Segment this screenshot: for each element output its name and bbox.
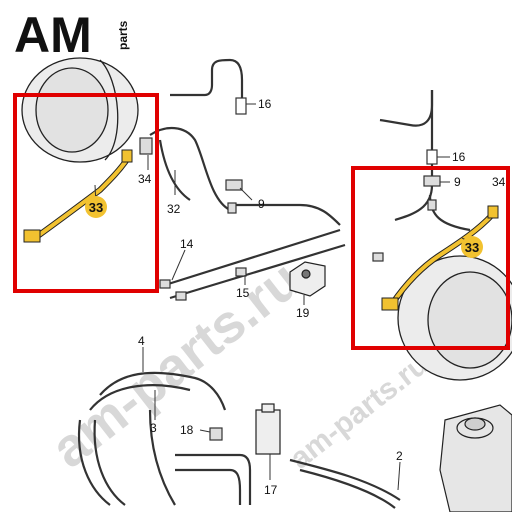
callout-15: 15 [236, 286, 250, 300]
logo-sub: parts [116, 20, 130, 50]
badge-33-right: 33 [461, 236, 483, 258]
brake-hose-left [23, 149, 133, 243]
highlight-frame-right [351, 166, 510, 350]
leader-lines [94, 103, 471, 491]
part-17 [255, 403, 281, 455]
watermark: am-parts.ru am-parts.ru [40, 249, 434, 479]
callout-2: 2 [396, 449, 403, 463]
fittings [139, 137, 441, 441]
callout-9b: 9 [454, 175, 461, 189]
callout-16a: 16 [258, 97, 272, 111]
badge-33-left-text: 33 [89, 200, 103, 215]
badge-33-left: 33 [85, 196, 107, 218]
highlight-frame-left [13, 93, 159, 293]
callouts: 16 16 34 34 32 9 9 14 15 19 4 3 18 17 2 [138, 97, 506, 497]
master-cylinder [439, 404, 512, 512]
logo: AM parts [14, 7, 130, 63]
watermark-secondary: am-parts.ru [284, 348, 434, 476]
callout-34b: 34 [492, 175, 506, 189]
callout-4: 4 [138, 334, 145, 348]
callout-32: 32 [167, 202, 181, 216]
logo-letters: AM [14, 7, 92, 63]
callout-14: 14 [180, 237, 194, 251]
badges: 33 33 [85, 196, 483, 258]
part-19 [289, 261, 326, 297]
wheel-left [21, 57, 139, 163]
callout-18: 18 [180, 423, 194, 437]
callout-16b: 16 [452, 150, 466, 164]
badge-33-right-text: 33 [465, 240, 479, 255]
callout-3: 3 [150, 421, 157, 435]
highlight-frames [13, 93, 510, 350]
callout-34a: 34 [138, 172, 152, 186]
brake-hose-right [381, 205, 499, 311]
callout-17: 17 [264, 483, 278, 497]
callout-9a: 9 [258, 197, 265, 211]
callout-19: 19 [296, 306, 310, 320]
